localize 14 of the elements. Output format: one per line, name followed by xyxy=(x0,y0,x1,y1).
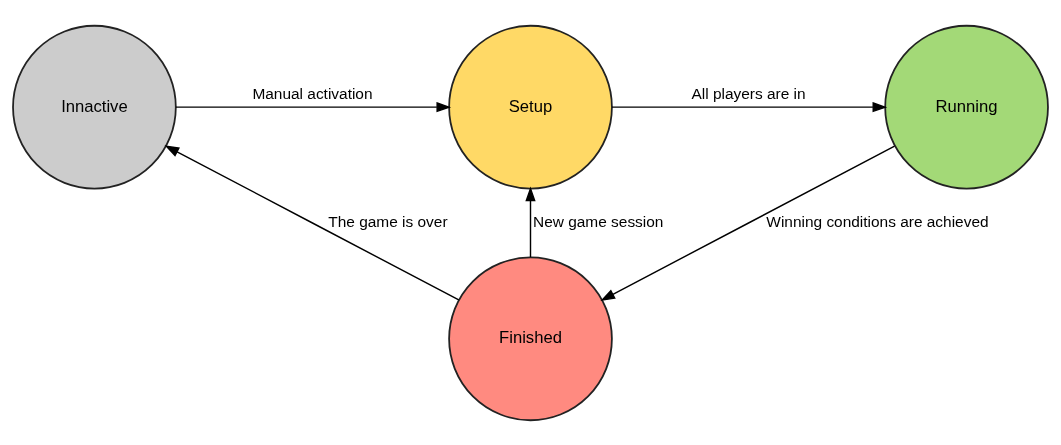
edge-label: All players are in xyxy=(691,84,806,102)
node-circle: Setup xyxy=(448,24,613,189)
node-circle: Finished xyxy=(448,256,613,421)
node-circle: Running xyxy=(884,24,1049,189)
edge-label: Winning conditions are achieved xyxy=(766,212,989,230)
edge-label: New game session xyxy=(533,212,664,230)
arrow xyxy=(611,101,888,112)
edge-label: The game is over xyxy=(328,212,448,230)
arrow xyxy=(175,101,452,112)
arrow xyxy=(600,145,896,301)
arrow xyxy=(164,144,460,301)
arrow xyxy=(525,185,536,258)
node-circle: Innactive xyxy=(12,24,177,189)
edge-label: Manual activation xyxy=(252,84,373,102)
